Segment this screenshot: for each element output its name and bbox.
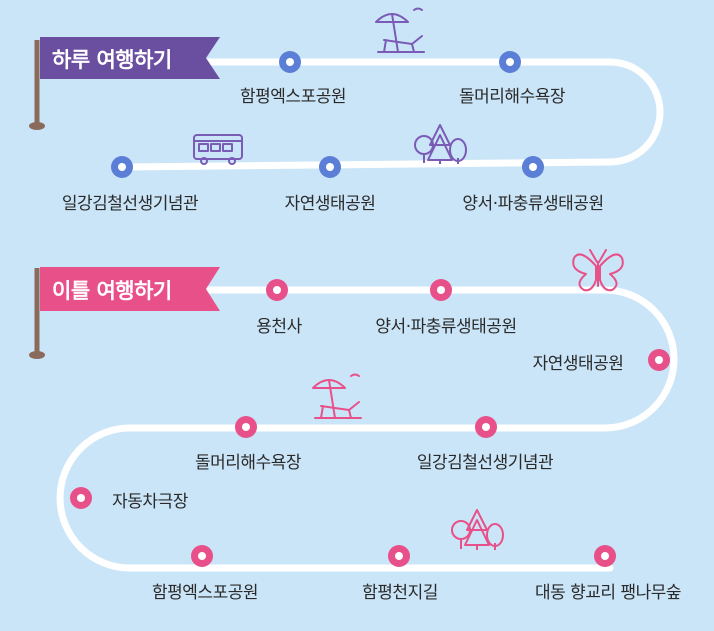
day2-stop-dot [430,279,452,301]
day1-stop-dot [319,156,341,178]
day2-stop-dot [70,487,92,509]
day1-stop-label: 돌머리해수욕장 [459,87,565,107]
day2-stop-label: 자연생태공원 [532,354,624,374]
day2-stop-label: 자동차극장 [112,492,188,512]
day2-stop-label: 함평엑스포공원 [152,583,258,603]
day2-stop-label: 함평천지길 [362,583,438,603]
day2-stop-dot [388,545,410,567]
day1-flag-pole [29,40,45,130]
day2-stop-dot [266,279,288,301]
day2-stop-dot [648,349,670,371]
day1-stop-dot [499,51,521,73]
day2-stop-dot [191,545,213,567]
trees-icon [451,509,504,550]
day1-stop-label: 함평엑스포공원 [240,87,346,107]
day1-title: 하루 여행하기 [52,48,172,72]
day2-stop-label: 돌머리해수욕장 [195,453,301,473]
day1-stop-dot [279,51,301,73]
day2-stop-label: 일강김철선생기념관 [416,453,554,473]
day2-stop-label: 대동 향교리 팽나무숲 [534,583,682,603]
day1-stop-label: 자연생태공원 [284,194,376,214]
day1-road [118,58,664,171]
day2-banner [40,267,220,311]
day1-stop-label: 양서·파충류생태공원 [462,194,604,214]
day1-banner [40,37,220,79]
day2-flag-pole [29,268,45,359]
bus-icon [193,134,243,165]
beach-chair-umbrella-icon [312,373,362,419]
day2-stop-dot [594,545,616,567]
day2-stop-label: 양서·파충류생태공원 [375,317,517,337]
day1-stop-dot [522,156,544,178]
trees-icon [414,124,467,164]
day1-stop-label: 일강김철선생기념관 [61,194,199,214]
day1-stop-dot [111,156,133,178]
day2-stop-dot [235,416,257,438]
day2-title: 이틀 여행하기 [52,279,172,303]
day2-stop-label: 용천사 [256,317,302,337]
day2-road [56,286,678,572]
beach-chair-umbrella-icon [375,7,425,53]
butterfly-icon [572,249,624,292]
day2-stop-dot [475,416,497,438]
